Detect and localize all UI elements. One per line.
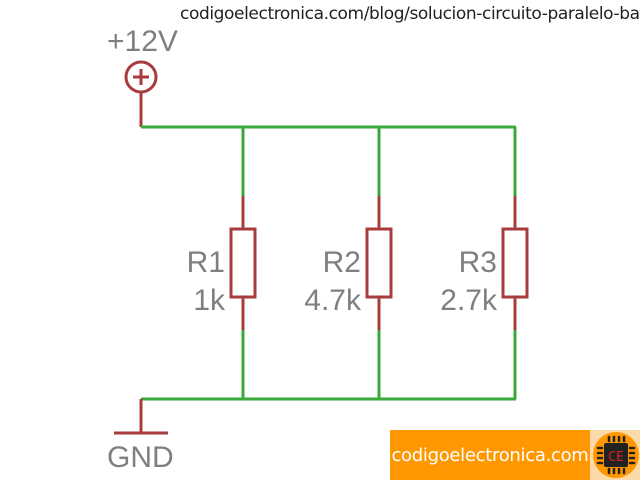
ground-label: GND [107,441,174,474]
source-url: codigoelectronica.com/blog/solucion-circ… [180,4,640,24]
resistor-icon [365,196,393,330]
source-label: +12V [107,25,178,58]
chip-logo-icon: CE [593,432,639,478]
logo-text: CE [608,450,624,465]
resistor-name: R2 [323,246,361,279]
resistor-r1: R1 1k [187,196,257,330]
resistor-value: 1k [193,284,226,317]
resistor-r2: R2 4.7k [304,196,393,330]
wires [141,125,517,401]
resistor-r3: R3 2.7k [440,196,529,330]
brand-banner[interactable]: codigoelectronica.com [390,430,590,480]
resistor-value: 2.7k [440,284,498,317]
resistor-name: R3 [459,246,497,279]
ground-icon [114,399,168,435]
resistor-icon [501,196,529,330]
resistor-name: R1 [187,246,225,279]
voltage-source-icon [124,60,158,127]
resistor-icon [229,196,257,330]
brand-logo: CE [590,430,640,480]
resistor-value: 4.7k [304,284,362,317]
brand-text: codigoelectronica.com [391,444,589,466]
